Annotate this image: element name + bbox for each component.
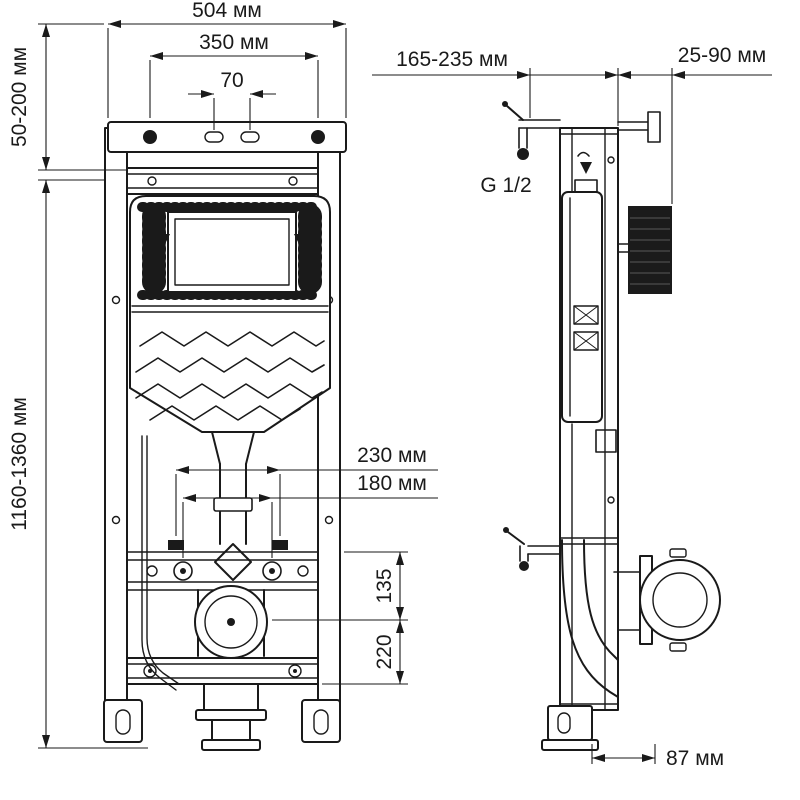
dim-wall-range: 25-90 мм [678,44,766,67]
service-valve-icon [503,527,561,571]
bottom-crossbar [126,657,319,685]
thread-label: G 1/2 [480,174,531,197]
dim-height-range: 1160-1360 мм [8,397,31,531]
stud-block-left [168,540,184,550]
pipe-bracket [595,429,617,453]
flush-rod-marker-right [294,234,306,246]
drain-assembly [194,585,268,659]
feet [103,699,341,743]
top-bolt-left [143,130,157,144]
cistern-bolt-upper [573,305,599,325]
dim-slot-spacing: 70 [220,69,243,92]
side-foot [541,705,599,751]
stud-block-right [272,540,288,550]
plate-slot-left [204,131,224,143]
wall-anchor-pad [628,206,672,294]
top-mounting-plate [107,121,347,153]
dim-top-range: 50-200 мм [8,47,31,147]
foot-left [103,699,143,743]
dim-inlet-range: 165-235 мм [396,48,508,71]
upper-crossbar [126,167,319,195]
dim-offset-220: 220 [373,634,396,669]
flush-rod-marker-left [158,234,170,246]
fill-inlet-marker [574,151,598,195]
drain-elbow [561,539,721,698]
outlet-socket [639,559,721,641]
dim-width-inner: 350 мм [199,31,269,54]
pipe-coupling [213,497,253,512]
flush-pipe [211,431,255,581]
pipe-holder [214,543,252,581]
plate-slot-right [240,131,260,143]
inspection-window [167,211,297,293]
side-dimensions: 165-235 мм 25-90 мм 87 мм [372,44,772,770]
dim-offset-135: 135 [373,568,396,603]
water-waves [135,331,325,421]
front-dimensions: 504 мм 350 мм 70 50-200 мм [8,0,438,749]
top-bolt-right [311,130,325,144]
side-view: G 1/2 [372,44,772,770]
water-inlet-valve-icon [502,101,561,160]
front-view: 504 мм 350 мм 70 50-200 мм [8,0,438,751]
dim-width-outer: 504 мм [192,0,262,22]
floor-outlet [195,683,267,751]
cistern [129,195,331,433]
dim-outlet-offset: 87 мм [666,747,724,770]
cistern-side [561,191,603,423]
supply-tube [141,435,180,691]
dim-inner-spacing: 180 мм [357,472,427,495]
cistern-bolt-lower [573,331,599,351]
foot-right [301,699,341,743]
dim-stud-spacing: 230 мм [357,444,427,467]
wall-bracket [617,111,672,294]
